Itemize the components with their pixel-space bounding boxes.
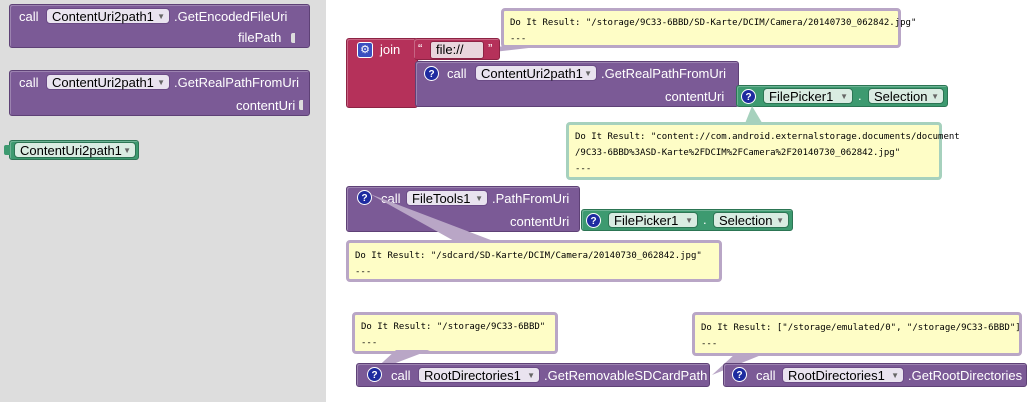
component-dropdown[interactable]: FileTools1 ▼ xyxy=(406,190,488,206)
param-label: contentUri xyxy=(510,214,570,229)
result-separator: --- xyxy=(361,338,378,348)
component-block[interactable]: ContentUri2path1▼ xyxy=(9,140,139,160)
block-flyout[interactable]: call ContentUri2path1▼ .GetEncodedFileUr… xyxy=(0,0,326,402)
call-label: call xyxy=(756,368,776,383)
component-name: ContentUri2path1 xyxy=(481,66,583,81)
component-name: ContentUri2path1 xyxy=(52,9,154,24)
filetools-result-bubble: Do It Result: "/sdcard/SD-Karte/DCIM/Cam… xyxy=(346,240,722,282)
call-label: call xyxy=(19,9,39,24)
rootdirs-result-bubble: Do It Result: ["/storage/emulated/0", "/… xyxy=(692,312,1022,356)
call-label: call xyxy=(391,368,411,383)
bubble-tail xyxy=(744,106,764,126)
component-name: FileTools1 xyxy=(412,191,471,206)
result-text: Do It Result: ["/storage/emulated/0", "/… xyxy=(701,323,1021,333)
input-socket xyxy=(291,33,295,43)
get-real-path-block[interactable]: call ContentUri2path1▼ .GetRealPathFromU… xyxy=(9,70,310,116)
result-separator: --- xyxy=(575,164,592,174)
method-label: .GetRealPathFromUri xyxy=(174,75,299,90)
call-label: call xyxy=(19,75,39,90)
filepicker-selection-block[interactable]: ? FilePicker1▼ . Selection▼ xyxy=(736,85,948,107)
result-text: Do It Result: "/sdcard/SD-Karte/DCIM/Cam… xyxy=(355,251,702,261)
result-separator: --- xyxy=(701,339,718,349)
property-name: Selection xyxy=(874,89,928,104)
param-label: contentUri xyxy=(236,98,296,113)
property-dropdown[interactable]: Selection▼ xyxy=(713,212,789,228)
component-dropdown[interactable]: RootDirectories1 ▼ xyxy=(782,367,904,383)
component-dropdown[interactable]: RootDirectories1 ▼ xyxy=(418,367,540,383)
component-dropdown[interactable]: ContentUri2path1▼ xyxy=(475,65,597,81)
component-name: RootDirectories1 xyxy=(424,368,521,383)
result-text: Do It Result: "/storage/9C33-6BBD/SD-Kar… xyxy=(510,18,917,28)
question-icon[interactable]: ? xyxy=(357,190,372,205)
filetools-path-from-uri-block[interactable]: ? call FileTools1▼ .PathFromUri contentU… xyxy=(346,186,580,232)
workspace[interactable]: Do It Result: "/storage/9C33-6BBD/SD-Kar… xyxy=(326,0,1035,402)
property-name: Selection xyxy=(719,213,773,228)
dropdown-arrow-icon: ▼ xyxy=(527,371,535,380)
string-input[interactable]: file:// xyxy=(430,41,484,59)
result-text: Do It Result: "content://com.android.ext… xyxy=(575,132,960,142)
result-separator: --- xyxy=(510,34,527,44)
question-icon[interactable]: ? xyxy=(732,367,747,382)
output-plug xyxy=(4,145,10,155)
question-icon[interactable]: ? xyxy=(741,89,756,104)
dropdown-arrow-icon: ▼ xyxy=(840,92,848,101)
get-real-path-block[interactable]: ? call ContentUri2path1▼ .GetRealPathFro… xyxy=(415,61,739,107)
dropdown-arrow-icon: ▼ xyxy=(584,69,592,78)
dropdown-arrow-icon: ▼ xyxy=(123,146,131,155)
dropdown-arrow-icon: ▼ xyxy=(931,92,939,101)
dropdown-arrow-icon: ▼ xyxy=(475,194,483,203)
string-value: file:// xyxy=(436,42,464,57)
component-dropdown[interactable]: ContentUri2path1▼ xyxy=(14,142,136,158)
input-socket xyxy=(299,100,303,110)
dropdown-arrow-icon: ▼ xyxy=(891,371,899,380)
dropdown-arrow-icon: ▼ xyxy=(157,78,165,87)
dropdown-arrow-icon: ▼ xyxy=(157,12,165,21)
result-separator: --- xyxy=(355,267,372,277)
component-dropdown[interactable]: FilePicker1 ▼ xyxy=(763,88,853,104)
property-dropdown[interactable]: Selection▼ xyxy=(868,88,944,104)
component-name: ContentUri2path1 xyxy=(52,75,154,90)
component-name: FilePicker1 xyxy=(614,213,679,228)
component-dropdown[interactable]: ContentUri2path1▼ xyxy=(46,74,170,90)
get-encoded-file-uri-block[interactable]: call ContentUri2path1▼ .GetEncodedFileUr… xyxy=(9,4,310,48)
filepicker-selection-block[interactable]: ? FilePicker1▼ . Selection▼ xyxy=(581,209,793,231)
close-quote: ” xyxy=(488,41,493,56)
method-label: .GetRemovableSDCardPath xyxy=(544,368,708,383)
component-dropdown[interactable]: FilePicker1 ▼ xyxy=(608,212,698,228)
method-label: .GetEncodedFileUri xyxy=(174,9,288,24)
question-icon[interactable]: ? xyxy=(586,213,601,228)
gear-icon[interactable]: ⚙ xyxy=(357,42,373,58)
component-name: ContentUri2path1 xyxy=(20,143,122,158)
open-quote: “ xyxy=(418,41,423,56)
dot-label: . xyxy=(858,88,862,103)
dropdown-arrow-icon: ▼ xyxy=(776,216,784,225)
question-icon[interactable]: ? xyxy=(424,66,439,81)
dot-label: . xyxy=(703,212,707,227)
join-result-bubble: Do It Result: "/storage/9C33-6BBD/SD-Kar… xyxy=(501,8,917,48)
join-label: join xyxy=(380,42,401,57)
method-label: .PathFromUri xyxy=(492,191,570,206)
result-text: Do It Result: "/storage/9C33-6BBD" xyxy=(361,322,546,332)
component-name: RootDirectories1 xyxy=(788,368,885,383)
join-string-row: “ file:// ” xyxy=(414,38,500,60)
call-label: call xyxy=(447,66,467,81)
param-label: contentUri xyxy=(665,89,725,104)
join-block[interactable]: ⚙ join xyxy=(346,38,418,108)
get-root-directories-block[interactable]: ? call RootDirectories1 ▼ .GetRootDirecto… xyxy=(723,363,1027,387)
question-icon[interactable]: ? xyxy=(367,367,382,382)
get-removable-sdcard-path-block[interactable]: ? call RootDirectories1 ▼ .GetRemovableSD… xyxy=(356,363,710,387)
component-name: FilePicker1 xyxy=(769,89,834,104)
method-label: .GetRootDirectories xyxy=(908,368,1023,383)
param-label: filePath xyxy=(238,30,282,45)
bubble-tail xyxy=(370,194,496,242)
dropdown-arrow-icon: ▼ xyxy=(685,216,693,225)
method-label: .GetRealPathFromUri xyxy=(601,66,726,81)
removable-result-bubble: Do It Result: "/storage/9C33-6BBD" --- xyxy=(352,312,558,354)
picker-result-bubble: Do It Result: "content://com.android.ext… xyxy=(566,122,960,180)
component-dropdown[interactable]: ContentUri2path1▼ xyxy=(46,8,170,24)
result-text: /9C33-6BBD%3ASD-Karte%2FDCIM%2FCamera%2F… xyxy=(575,148,901,158)
